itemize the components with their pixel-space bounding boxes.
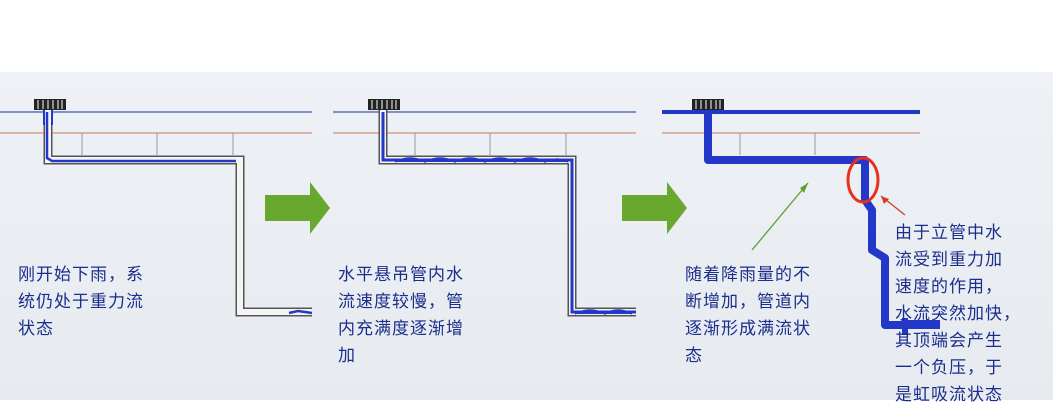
- right-arrow-icon-2: [622, 182, 687, 234]
- right-arrow-icon-1: [265, 182, 330, 234]
- stage2-roof: [333, 111, 636, 134]
- stage1-hangers: [81, 133, 234, 155]
- stage3-pipe: [704, 110, 925, 329]
- callout-arrow-red: [880, 195, 906, 216]
- caption-stage4: 由于立管中水 流受到重力加 速度的作用， 水流突然加快， 其顶端会产生 一个负压…: [895, 223, 1021, 405]
- highlight-circle-icon: [846, 156, 880, 204]
- stage1-grate-icon: [34, 99, 66, 110]
- diagram-panel: [0, 72, 1053, 400]
- caption-stage3: 随着降雨量的不 断增加，管道内 逐渐形成满流状 态: [685, 265, 811, 366]
- diagram-graphics: [0, 99, 940, 335]
- stage3-roof: [662, 110, 920, 134]
- stage3-hangers: [739, 133, 816, 155]
- caption-stage2: 水平悬吊管内水 流速度较慢，管 内充满度逐渐增 加: [338, 265, 464, 366]
- siphon-drainage-diagram: 刚开始下雨，系 统仍处于重力流 状态 水平悬吊管内水 流速度较慢，管 内充满度逐…: [0, 72, 1053, 405]
- stage3-grate-icon: [692, 99, 724, 110]
- stage2-grate-icon: [368, 99, 400, 110]
- stage2-hangers: [414, 133, 567, 155]
- stage1-water: [45, 112, 313, 315]
- caption-stage1: 刚开始下雨，系 统仍处于重力流 状态: [18, 265, 144, 339]
- callout-arrow-green: [751, 182, 809, 251]
